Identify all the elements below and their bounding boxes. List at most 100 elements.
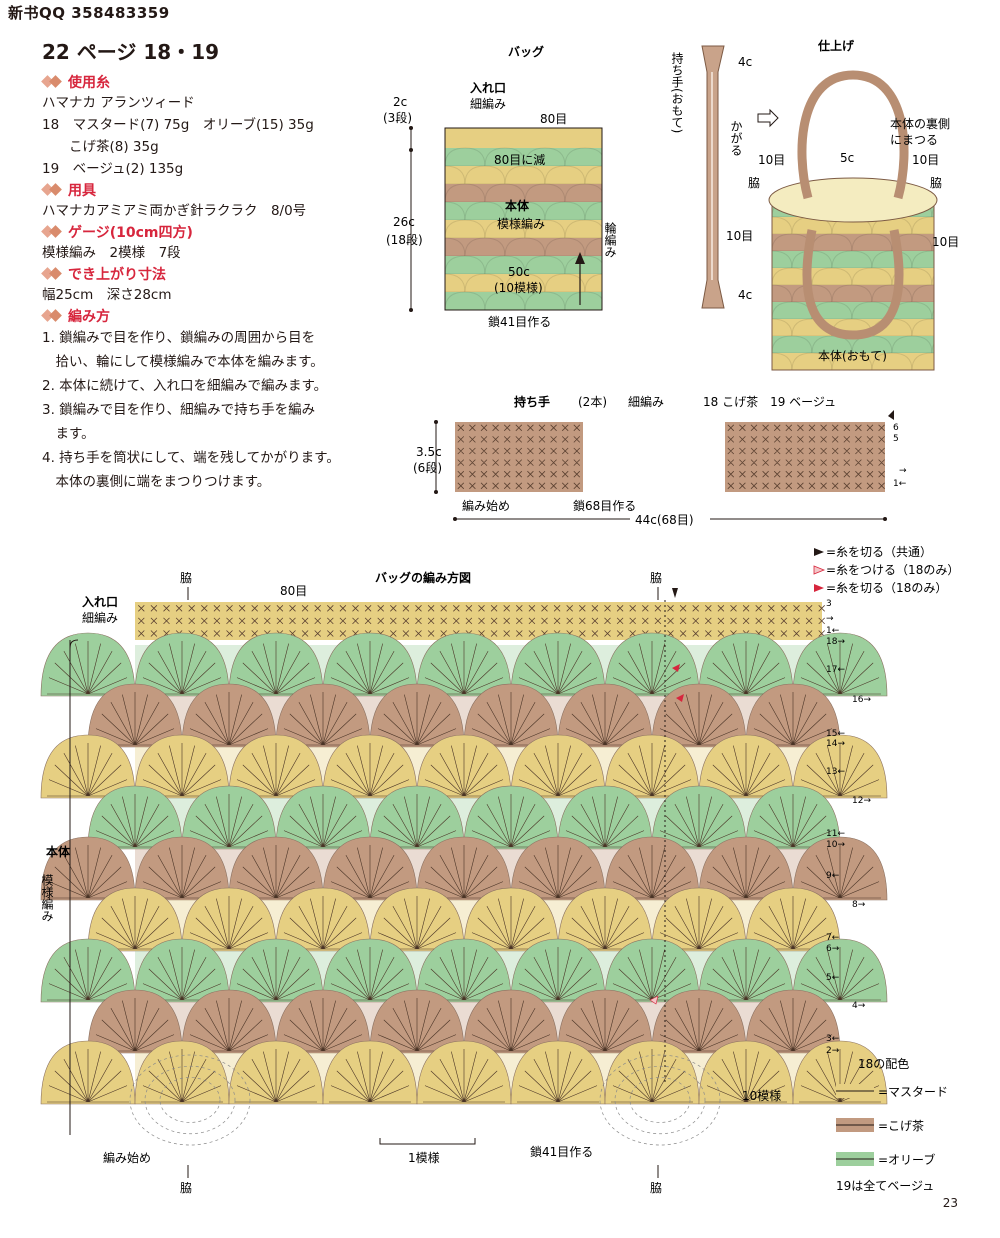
handle-4c-top: 4c: [738, 55, 752, 69]
pattern-shell: [952, 217, 992, 234]
chart-row-labels: 3→1←18→17←16→15←14→13←12→11←10→9←8→7←6→5…: [826, 599, 871, 1056]
handle-4c-bottom: 4c: [738, 288, 752, 302]
legend-scheme-title: 18の配色: [858, 1057, 909, 1071]
tool-lines: ハマナカアミアミ両かぎ針ラクラク 8/0号: [42, 203, 307, 219]
pattern-shell: [952, 251, 992, 268]
pattern-shell: [625, 166, 665, 184]
arrow-right-icon: [757, 108, 779, 128]
legend-cut-18: =糸を切る（18のみ）: [826, 581, 947, 595]
yarn-heading: 使用糸: [42, 72, 362, 92]
start-loop-dashed: [159, 1077, 221, 1123]
handle-chart-height-rows: (6段): [413, 460, 442, 475]
pattern-shell: [564, 183, 602, 203]
finish-10-c: 10目: [726, 229, 753, 243]
bag-opening-band: [445, 128, 602, 148]
finish-opening: [768, 177, 938, 223]
bag-opening-stitch: 細編み: [470, 96, 506, 111]
handle-length-dot: [453, 517, 457, 521]
chart-scallop-rows: [40, 632, 888, 1105]
pattern-shell: [772, 348, 773, 354]
pattern-shell: [564, 219, 602, 239]
chart-side-top-right: 脇: [650, 571, 662, 585]
chart-body-label: 本体: [46, 844, 71, 859]
chart-start-label: 編み始め: [103, 1150, 151, 1165]
bag-height-dot: [409, 126, 413, 130]
header-text: 新书QQ 358483359: [8, 4, 170, 22]
bag-width-repeat: (10模様): [494, 281, 543, 295]
pattern-shell: [584, 237, 602, 257]
start-loop-dashed: [629, 1077, 691, 1123]
start-loop-dashed: [144, 1065, 236, 1135]
finish-5c: 5c: [840, 151, 854, 165]
bag-width: 50c: [508, 265, 530, 279]
bag-chain-label: 鎖41目作る: [488, 314, 551, 329]
pattern-shell: [931, 275, 934, 286]
materials-section: 使用糸 ハマナカ アランツィード 18 マスタード(7) 75g オリーブ(15…: [42, 72, 362, 494]
arrow-up-icon: [575, 252, 585, 264]
scallop-stitch-rays: [47, 743, 129, 797]
cut-yarn-18-icon: [814, 584, 824, 592]
pattern-shell: [524, 291, 566, 310]
tool-heading: 用具: [42, 180, 362, 200]
pattern-shell: [524, 219, 566, 239]
chart-row-label: 12→: [852, 796, 871, 806]
pattern-shell: [866, 369, 878, 370]
pattern-shell: [972, 200, 1000, 217]
pattern-shell: [831, 250, 873, 269]
chart-row-label: 8→: [852, 900, 866, 910]
pattern-shell: [504, 165, 546, 185]
stitch-crosses: [457, 424, 581, 490]
chart-repeat10-label: 10模様: [742, 1089, 781, 1103]
bag-opening-label: 入れ口: [470, 81, 506, 95]
pattern-shell: [564, 147, 602, 167]
pattern-shell: [445, 255, 486, 275]
pattern-shell: [524, 183, 566, 203]
pattern-shell: [504, 273, 546, 293]
chart-row-label: 6→: [826, 944, 840, 954]
bag-h1-rows: (3段): [383, 110, 412, 125]
pattern-shell: [445, 183, 486, 203]
main-chart: バッグの編み方図 脇 80目 脇 入れ口 細編み 3→1←18→17←16→15…: [40, 570, 888, 1195]
gauge-lines: 模様編み 2模様 7段: [42, 245, 181, 261]
pattern-shell: [484, 147, 526, 167]
finish-handle-front: [802, 229, 904, 340]
size-heading: でき上がり寸法: [42, 264, 362, 284]
scallop-stitch-rays: [705, 1049, 787, 1103]
pattern-shell: [584, 165, 602, 185]
handle-row-6: 6: [893, 423, 899, 433]
size-lines: 幅25cm 深さ28cm: [42, 287, 172, 303]
pattern-shell: [625, 310, 665, 328]
bag-body-label: 本体: [505, 198, 530, 213]
finish-side-right: 脇: [930, 176, 942, 190]
pattern-shell: [564, 291, 602, 310]
chart-row-label: 4→: [852, 1001, 866, 1011]
pattern-shell: [952, 353, 992, 370]
pattern-shell: [932, 370, 972, 387]
legend-brown: =こげ茶: [878, 1118, 924, 1133]
pattern-shell: [786, 369, 798, 370]
handle-height-dot: [434, 490, 438, 494]
pattern-shell: [605, 184, 645, 202]
chart-row-label: 2→: [826, 1046, 840, 1056]
pattern-shell: [931, 343, 934, 354]
bag-h2-rows: (18段): [386, 232, 423, 247]
pattern-shell: [584, 201, 602, 221]
cut-yarn-icon: [814, 548, 824, 556]
chart-chain-label: 鎖41目作る: [530, 1144, 593, 1159]
legend-mustard: =マスタード: [878, 1085, 948, 1099]
pattern-shell: [906, 369, 918, 370]
scallop-stitch-rays: [47, 1049, 129, 1103]
chart-row-label: →: [826, 614, 834, 624]
pattern-shell: [484, 219, 526, 239]
chart-side-bottom-right: 脇: [650, 1181, 662, 1195]
pattern-shell: [484, 291, 526, 310]
scallop-stitch-rays: [47, 641, 129, 695]
pattern-shell: [445, 309, 451, 310]
bag-body-stitch: 模様編み: [497, 216, 545, 231]
pattern-shell: [445, 147, 486, 167]
chart-row-label: 10→: [826, 840, 845, 850]
chart-row-label: 11←: [826, 829, 845, 839]
handle-length-bg: [630, 512, 710, 526]
handle-over-label: かがる: [729, 120, 743, 156]
